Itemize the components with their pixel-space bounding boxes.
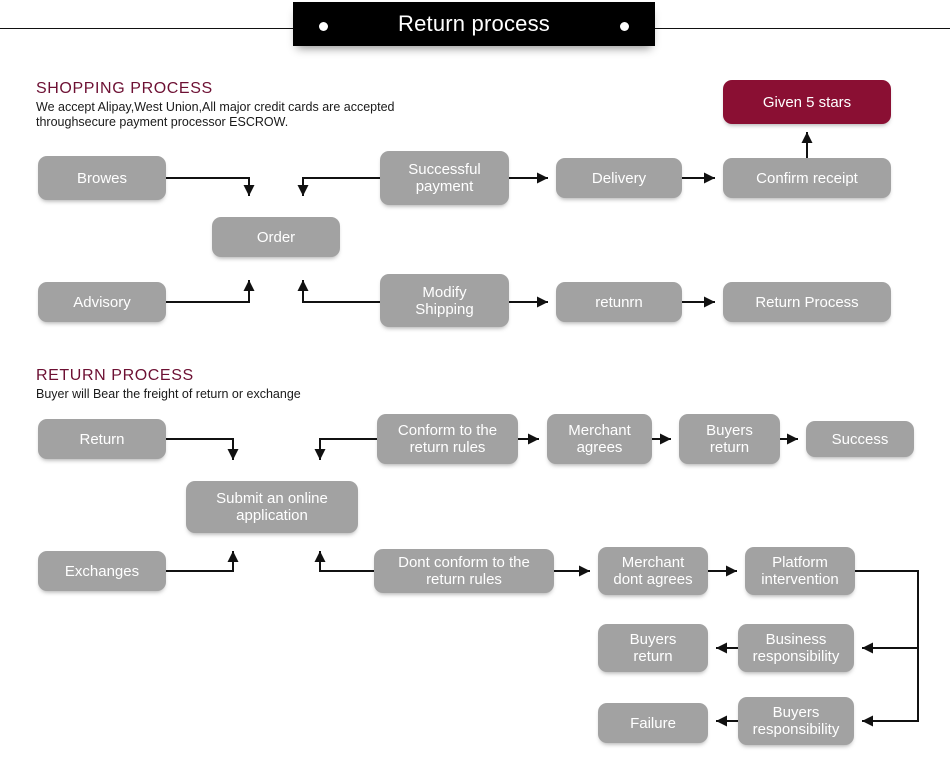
connector-e-platform-buyresp: [862, 648, 919, 727]
node-return[interactable]: Return: [38, 419, 166, 459]
node-label-given5: Given 5 stars: [762, 93, 852, 111]
node-order[interactable]: Order: [212, 217, 340, 257]
node-advisory[interactable]: Advisory: [38, 282, 166, 322]
node-label-merchagree: Merchant agrees: [568, 422, 631, 456]
section-shopping-process: SHOPPING PROCESS We accept Alipay,West U…: [36, 80, 395, 130]
node-label-retunrn: retunrn: [595, 293, 643, 311]
node-merchagree[interactable]: Merchant agrees: [547, 414, 652, 464]
connector-e-exch-submit: [166, 551, 239, 572]
connector-e-conform-merch: [518, 433, 539, 445]
connector-e-browes-order: [166, 177, 255, 196]
connector-e-succ-delivery: [509, 172, 548, 184]
node-dontconform[interactable]: Dont conform to the return rules: [374, 549, 554, 593]
bullet-dot-right-icon: [620, 22, 629, 31]
node-label-busresp: Business responsibility: [752, 631, 840, 665]
section-title-return: RETURN PROCESS: [36, 367, 194, 384]
section-subtitle-return: Buyer will Bear the freight of return or…: [36, 387, 301, 401]
connector-e-retunrn-returnp: [682, 296, 715, 308]
node-failure[interactable]: Failure: [598, 703, 708, 743]
connector-e-modify-order: [297, 280, 380, 303]
node-successpay[interactable]: Successful payment: [380, 151, 509, 205]
node-modifyship[interactable]: Modify Shipping: [380, 274, 509, 327]
section-return-process: RETURN PROCESS Buyer will Bear the freig…: [36, 367, 301, 402]
title-banner: Return process: [293, 2, 655, 46]
node-delivery[interactable]: Delivery: [556, 158, 682, 198]
node-label-return: Return: [79, 430, 125, 448]
connector-e-platform-busresp: [855, 570, 919, 654]
node-label-platform: Platform intervention: [761, 554, 839, 588]
node-label-advisory: Advisory: [73, 293, 131, 311]
node-merchdont[interactable]: Merchant dont agrees: [598, 547, 708, 595]
node-given5[interactable]: Given 5 stars: [723, 80, 891, 124]
node-conform[interactable]: Conform to the return rules: [377, 414, 518, 464]
node-exchanges[interactable]: Exchanges: [38, 551, 166, 591]
node-label-merchdont: Merchant dont agrees: [613, 554, 693, 588]
node-label-returnproc: Return Process: [755, 293, 859, 311]
connector-e-modify-retunrn: [509, 296, 548, 308]
node-confirm[interactable]: Confirm receipt: [723, 158, 891, 198]
node-label-modifyship: Modify Shipping: [415, 283, 474, 318]
section-title-shopping: SHOPPING PROCESS: [36, 80, 213, 97]
node-label-exchanges: Exchanges: [64, 562, 140, 580]
node-retunrn[interactable]: retunrn: [556, 282, 682, 322]
connector-e-confirm-given5: [801, 132, 813, 158]
connector-e-succ-order: [297, 177, 380, 196]
node-label-success: Success: [831, 430, 889, 448]
connector-e-busresp-buyret: [716, 642, 738, 654]
page-header: Return process: [0, 0, 950, 60]
node-label-order: Order: [256, 228, 296, 246]
node-label-submitapp: Submit an online application: [216, 490, 328, 524]
bullet-dot-left-icon: [319, 22, 328, 31]
node-busresp[interactable]: Business responsibility: [738, 624, 854, 672]
node-label-confirm: Confirm receipt: [756, 169, 858, 187]
page-title: Return process: [398, 11, 550, 36]
node-buyersreturn2[interactable]: Buyers return: [598, 624, 708, 672]
connector-e-merchdont-platform: [708, 565, 737, 577]
connector-e-conform-submit: [314, 438, 377, 460]
node-label-buyersresp: Buyers responsibility: [752, 704, 840, 738]
section-subtitle-shopping: We accept Alipay,West Union,All major cr…: [36, 100, 395, 129]
connector-e-return-submit: [166, 438, 239, 460]
connector-e-buyers-success: [780, 433, 798, 445]
node-label-buyersreturn1: Buyers return: [706, 422, 753, 456]
connector-e-merch-buyers: [652, 433, 671, 445]
connector-e-dont-merchdont: [554, 565, 590, 577]
node-label-buyersreturn2: Buyers return: [629, 631, 677, 665]
node-label-failure: Failure: [630, 714, 676, 732]
connector-e-buyresp-failure: [716, 715, 738, 727]
node-success[interactable]: Success: [806, 421, 914, 457]
connector-e-advisory-order: [166, 280, 255, 303]
connector-e-dont-submit: [314, 551, 374, 572]
node-browes[interactable]: Browes: [38, 156, 166, 200]
node-label-successpay: Successful payment: [408, 161, 481, 195]
node-buyersreturn1[interactable]: Buyers return: [679, 414, 780, 464]
node-returnproc[interactable]: Return Process: [723, 282, 891, 322]
node-buyersresp[interactable]: Buyers responsibility: [738, 697, 854, 745]
node-label-dontconform: Dont conform to the return rules: [398, 554, 530, 588]
node-platform[interactable]: Platform intervention: [745, 547, 855, 595]
node-label-delivery: Delivery: [591, 169, 647, 187]
node-submitapp[interactable]: Submit an online application: [186, 481, 358, 533]
connector-e-delivery-confirm: [682, 172, 715, 184]
node-label-browes: Browes: [76, 169, 128, 187]
node-label-conform: Conform to the return rules: [397, 422, 498, 456]
